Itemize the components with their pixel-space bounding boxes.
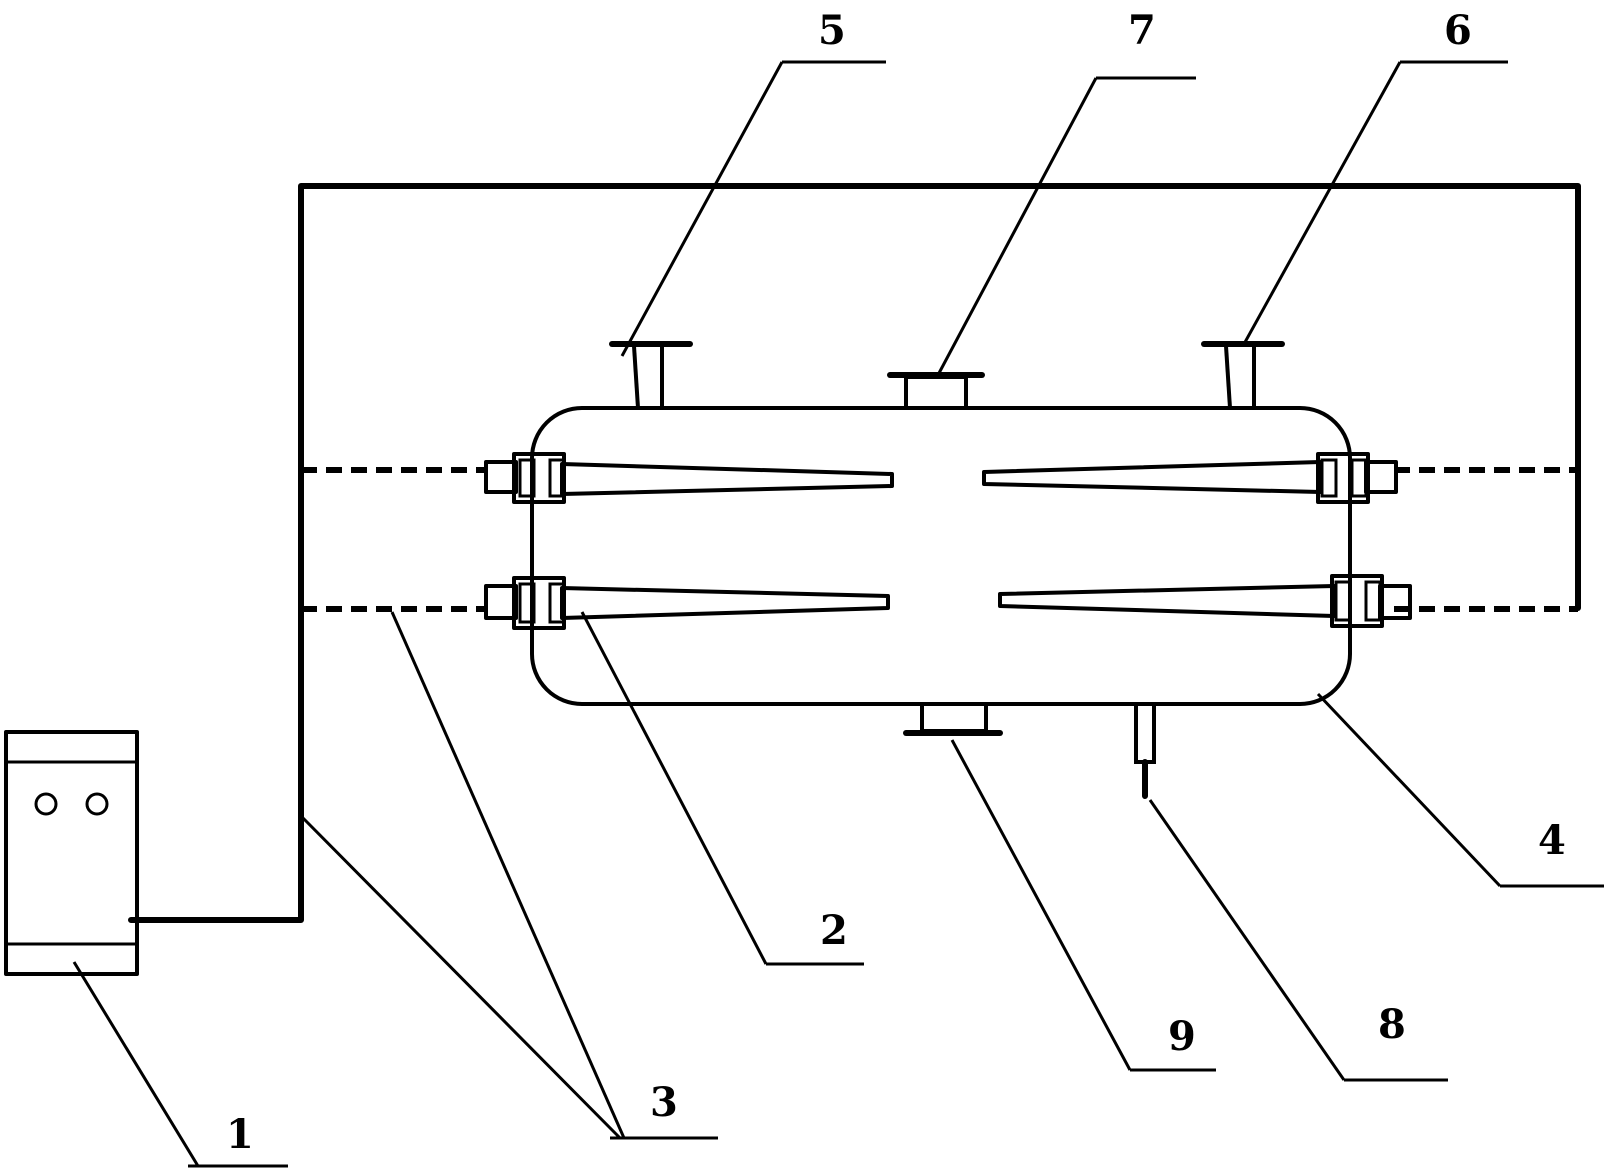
label-2: 2	[820, 907, 848, 954]
nozzle-6	[1201, 341, 1285, 409]
nozzle-5	[609, 341, 693, 409]
heater-left-upper	[484, 452, 894, 504]
knob-left-icon	[34, 792, 58, 816]
heater-left-lower	[484, 576, 890, 630]
heater-right-upper	[982, 452, 1398, 504]
leader-lines	[72, 60, 1604, 1168]
knob-right-icon	[85, 792, 109, 816]
wiring-frame	[128, 183, 1581, 923]
dashed-cables	[301, 467, 1578, 612]
label-9: 9	[1168, 1013, 1196, 1060]
label-6: 6	[1444, 7, 1472, 54]
label-1: 1	[226, 1111, 254, 1158]
bottom-outlet-9	[903, 702, 1003, 736]
label-3: 3	[650, 1079, 678, 1126]
label-7: 7	[1128, 7, 1156, 54]
top-port-7	[887, 372, 985, 410]
label-4: 4	[1538, 817, 1566, 864]
power-supply-box	[4, 730, 139, 976]
label-5: 5	[818, 7, 846, 54]
heater-right-lower	[998, 574, 1412, 628]
sensor-8	[1134, 702, 1156, 799]
reference-numbers: 5 7 6 4 2 9 8 3 1	[226, 7, 1566, 1158]
vessel-body	[530, 406, 1352, 706]
label-8: 8	[1378, 1001, 1406, 1048]
